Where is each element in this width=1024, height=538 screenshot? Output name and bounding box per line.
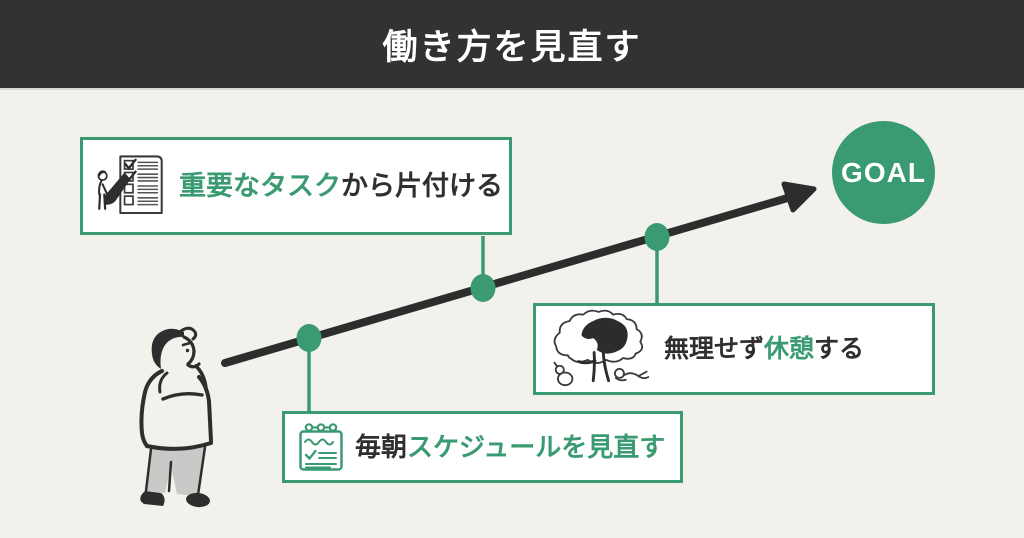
page-title: 働き方を見直す bbox=[382, 27, 642, 67]
tree-rest-illustration bbox=[553, 309, 650, 387]
step-box-take-breaks: 無理せず休憩する bbox=[533, 303, 935, 395]
step2-highlight-text: スケジュールを見直す bbox=[407, 432, 666, 462]
step2-plain-text: 毎朝 bbox=[355, 432, 408, 462]
checklist-person-illustration bbox=[97, 155, 163, 215]
step-box-prioritize-tasks: 重要なタスクから片付ける bbox=[80, 137, 512, 235]
step1-highlight-text: 重要なタスク bbox=[179, 170, 341, 201]
dog-icon bbox=[553, 361, 574, 387]
step-label-review-schedule: 毎朝スケジュールを見直す bbox=[355, 434, 665, 460]
step3-plain-text-a: 無理せず bbox=[664, 334, 765, 363]
step-label-take-breaks: 無理せず休憩する bbox=[664, 334, 865, 363]
step3-highlight-text: 休憩 bbox=[764, 334, 815, 363]
calendar-notepad-icon bbox=[299, 423, 343, 471]
resting-person-icon bbox=[614, 367, 650, 382]
arrowhead-icon bbox=[781, 181, 817, 213]
step1-plain-text: から片付ける bbox=[341, 170, 503, 201]
step-label-prioritize-tasks: 重要なタスクから片付ける bbox=[179, 170, 503, 201]
step-box-review-schedule: 毎朝スケジュールを見直す bbox=[282, 411, 683, 483]
goal-badge: GOAL bbox=[832, 121, 935, 224]
title-bar: 働き方を見直す bbox=[0, 0, 1024, 90]
milestone-dot-3 bbox=[644, 223, 670, 251]
step3-plain-text-b: する bbox=[814, 334, 865, 363]
milestone-dot-1 bbox=[296, 324, 322, 352]
thinking-person-illustration bbox=[139, 326, 213, 508]
goal-label: GOAL bbox=[841, 156, 926, 188]
milestone-dot-2 bbox=[470, 274, 496, 302]
tiny-person-icon bbox=[97, 170, 109, 210]
pencil-icon bbox=[103, 172, 131, 205]
